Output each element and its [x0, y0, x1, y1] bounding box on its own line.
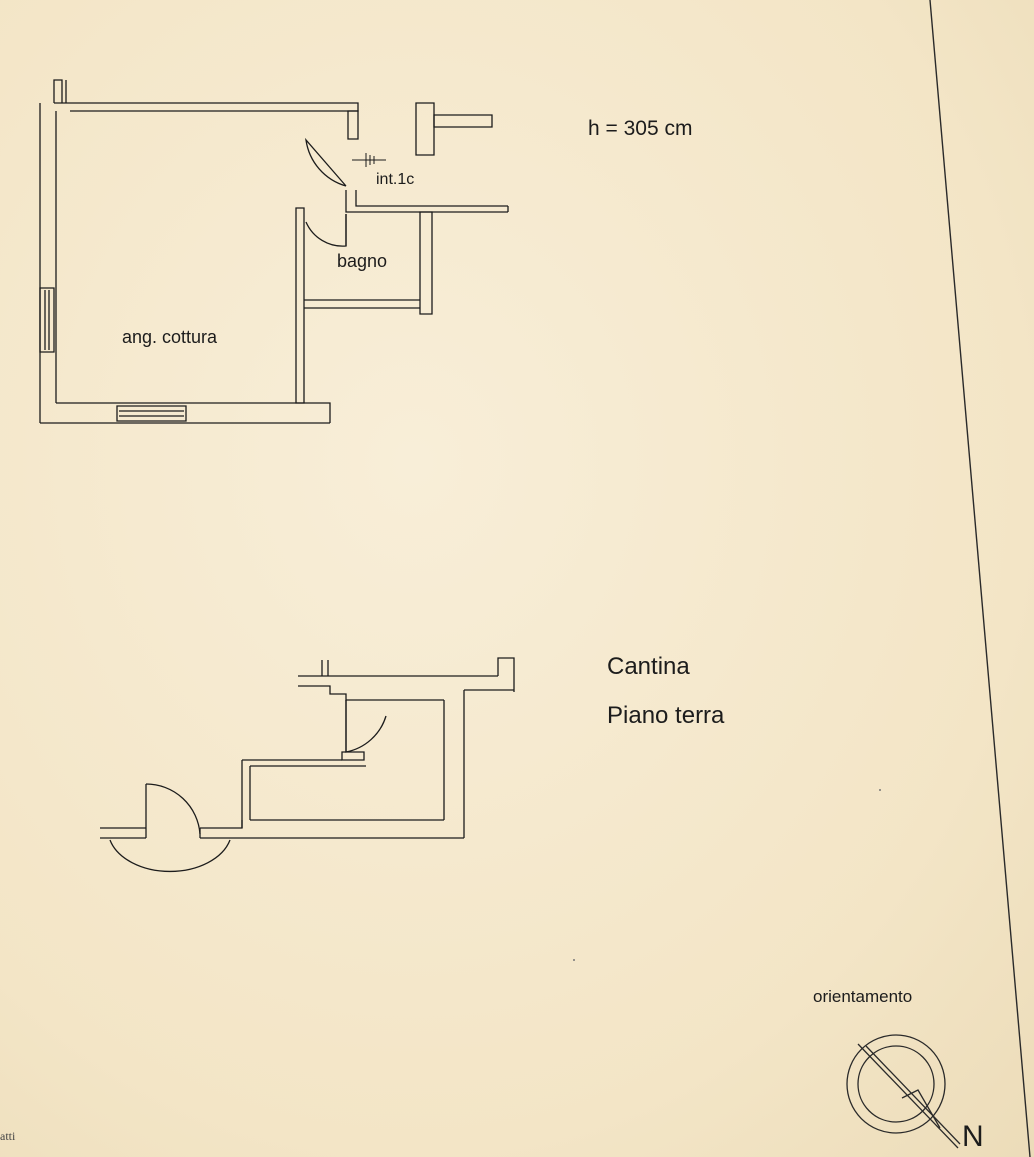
- cellar-bottom-wall-left: [200, 820, 242, 828]
- cellar-top-right-post: [498, 658, 514, 692]
- unit-label: int.1c: [376, 171, 415, 188]
- upper-plan: [40, 80, 508, 423]
- bathroom-right-wall: [420, 212, 432, 314]
- margin-text: atti: [0, 1129, 16, 1143]
- bottom-wall-end: [296, 403, 330, 423]
- bathroom-top-wall-inner: [356, 190, 508, 206]
- landing-beam: [434, 115, 492, 127]
- cellar-door-swing: [346, 700, 386, 752]
- entry-door-swing-top: [146, 784, 200, 834]
- bathroom-door-swing: [306, 214, 346, 246]
- paper-speck: [573, 959, 575, 961]
- cellar-door-jamb: [342, 752, 364, 760]
- bathroom-left-wall: [296, 208, 304, 403]
- bottom-window: [117, 406, 186, 421]
- lower-plan: [100, 658, 514, 871]
- corner-post: [54, 80, 62, 103]
- north-arrow-compass-icon: [847, 1035, 960, 1148]
- lower-plan-floor: Piano terra: [607, 702, 725, 729]
- orientation-label: orientamento: [813, 987, 913, 1006]
- room-label-cottura: ang. cottura: [122, 327, 218, 347]
- left-window: [40, 288, 54, 352]
- north-label: N: [962, 1120, 984, 1153]
- lower-plan-title: Cantina: [607, 653, 690, 680]
- meter-symbol: [352, 153, 386, 167]
- bathroom-top-wall: [346, 190, 508, 212]
- entrance-door-swing: [306, 140, 346, 186]
- sheet-edge-line: [930, 0, 1030, 1157]
- entry-door-swing-bottom: [110, 840, 230, 871]
- landing-pier: [416, 103, 434, 155]
- ceiling-height-note: h = 305 cm: [588, 117, 693, 140]
- room-label-bagno: bagno: [337, 251, 388, 271]
- paper-speck: [879, 789, 881, 791]
- wall-pier: [348, 111, 358, 139]
- top-wall: [54, 103, 358, 111]
- cellar-top-wall-inner: [298, 686, 444, 700]
